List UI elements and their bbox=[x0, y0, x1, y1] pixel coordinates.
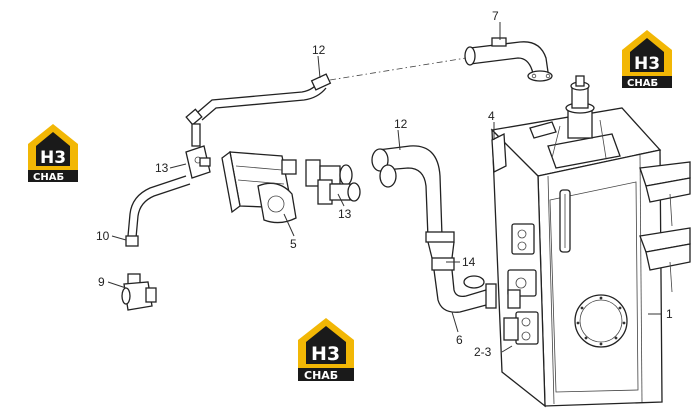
part-2-3-flanges bbox=[503, 289, 521, 341]
part-1-tank bbox=[490, 75, 691, 408]
part-6-elbow bbox=[433, 269, 497, 313]
svg-text:H3: H3 bbox=[634, 54, 660, 74]
callout-10: 10 bbox=[96, 229, 110, 243]
callout-12: 12 bbox=[312, 43, 326, 57]
watermark-logo-right: H3 СНАБ bbox=[622, 30, 672, 89]
part-10-hose bbox=[125, 175, 191, 247]
callout-1: 1 bbox=[666, 307, 673, 321]
part-5-pump bbox=[221, 150, 297, 224]
svg-text:H3: H3 bbox=[40, 148, 66, 168]
part-14-clamp bbox=[431, 257, 455, 271]
callout-2-3: 2-3 bbox=[474, 345, 492, 359]
leader-lines bbox=[107, 22, 662, 353]
part-7-elbow-pipe bbox=[464, 37, 553, 82]
callout-4: 4 bbox=[488, 109, 495, 123]
watermark-logo-bottom: H3 СНАБ bbox=[298, 318, 354, 382]
callout-5: 5 bbox=[290, 237, 297, 251]
part-9-valve bbox=[121, 273, 157, 311]
callout-14: 14 bbox=[462, 255, 476, 269]
part-13-fittings bbox=[305, 159, 361, 205]
watermark-logo-left: H3 СНАБ bbox=[28, 124, 78, 183]
part-11-block bbox=[185, 123, 211, 179]
callout-9: 9 bbox=[98, 275, 105, 289]
svg-text:СНАБ: СНАБ bbox=[627, 78, 658, 89]
part-8-suction-pipe bbox=[371, 145, 455, 259]
svg-text:СНАБ: СНАБ bbox=[33, 172, 64, 183]
part-12-hose bbox=[185, 57, 467, 126]
part-4-bracket bbox=[491, 132, 507, 174]
callout-6: 6 bbox=[456, 333, 463, 347]
callout-7: 7 bbox=[492, 9, 499, 23]
svg-text:СНАБ: СНАБ bbox=[304, 369, 338, 382]
callout-11: 13 bbox=[155, 161, 169, 175]
svg-text:H3: H3 bbox=[311, 343, 340, 365]
callout-8: 12 bbox=[394, 117, 408, 131]
callout-labels: 12 7 12 4 13 10 9 5 13 14 6 2-3 1 bbox=[96, 9, 673, 359]
callout-13: 13 bbox=[338, 207, 352, 221]
